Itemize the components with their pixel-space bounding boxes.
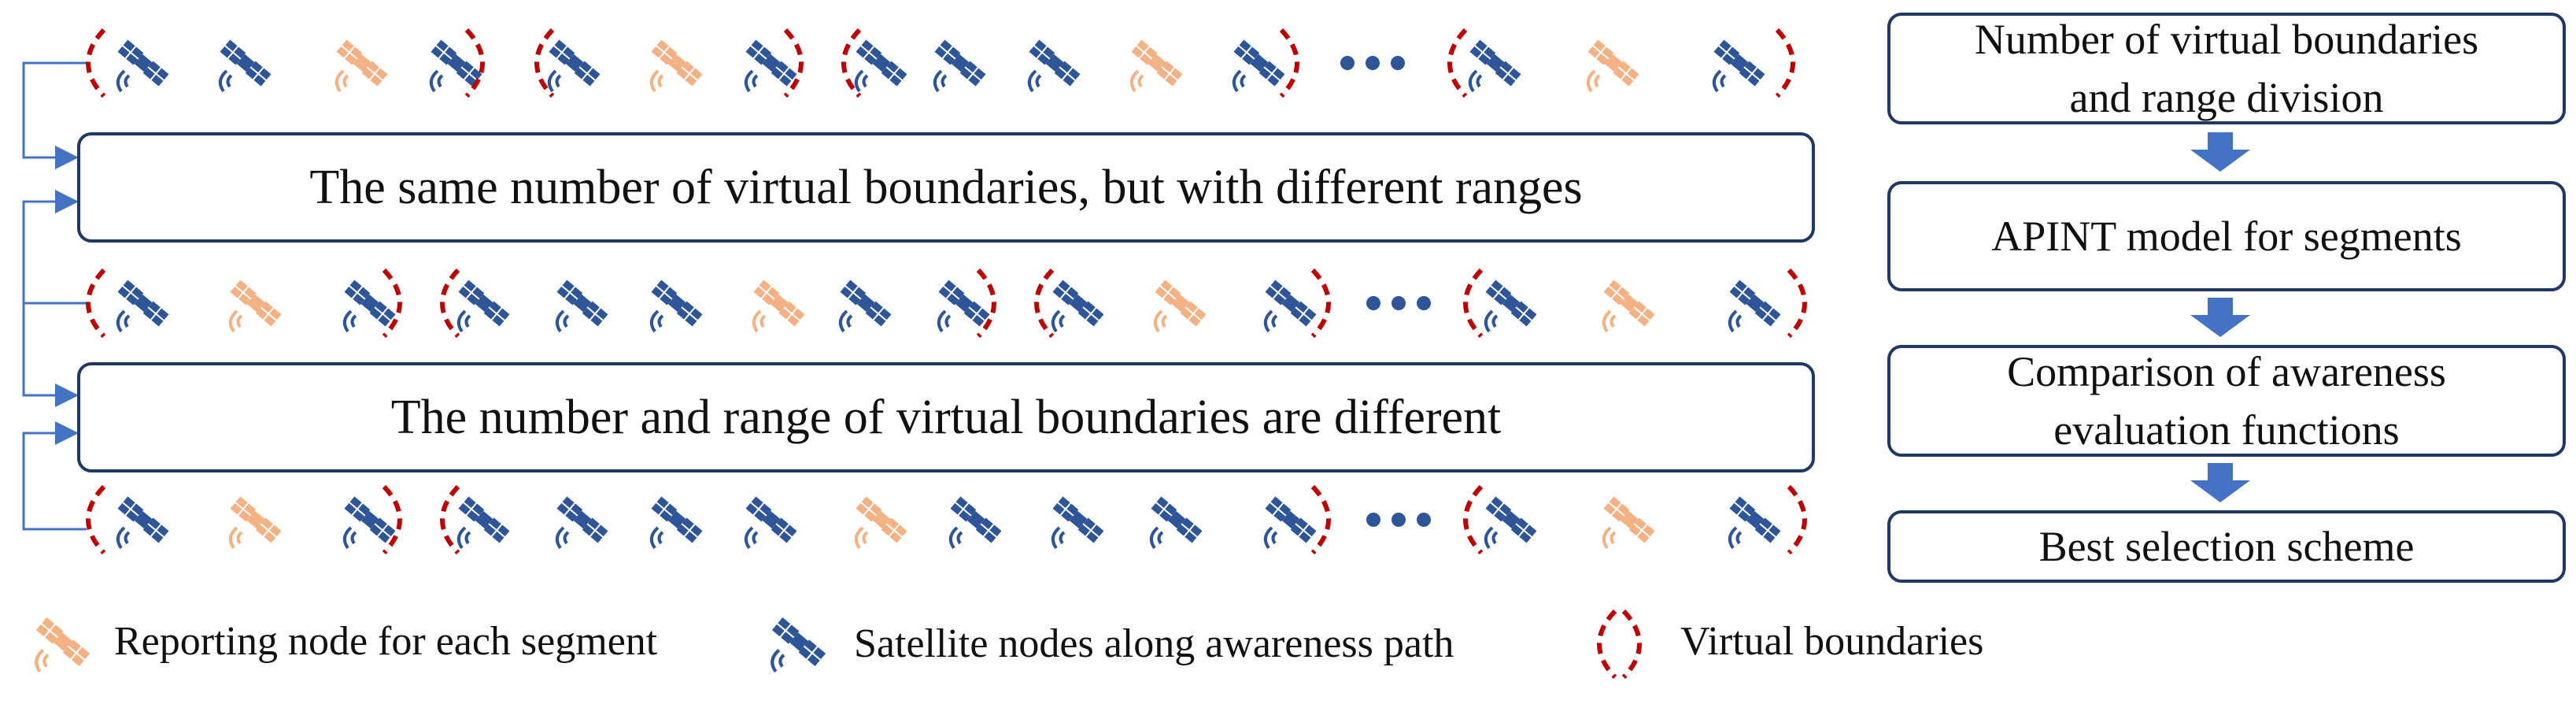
boundary-bracket <box>1789 270 1805 336</box>
satellite-icon <box>1263 278 1318 333</box>
satellite-icon <box>555 495 610 550</box>
boundary-bracket <box>442 270 458 336</box>
satellite-icon <box>1484 495 1539 550</box>
boundary-bracket <box>1777 30 1793 96</box>
process-arrows <box>2190 132 2250 502</box>
step-comparison: Comparison of awareness evaluation funct… <box>1887 345 2566 457</box>
banner-same-number: The same number of virtual boundaries, b… <box>77 132 1815 243</box>
step-best-selection: Best selection scheme <box>1887 510 2566 583</box>
down-arrow-1 <box>2190 132 2250 172</box>
step-apint-model: APINT model for segments <box>1887 181 2566 291</box>
legend-boundary-label: Virtual boundaries <box>1680 619 1984 664</box>
boundary-bracket <box>88 30 104 96</box>
step-number-division: Number of virtual boundaries and range d… <box>1887 13 2566 124</box>
step-4-label: Best selection scheme <box>2038 523 2415 570</box>
reporting-node-icon <box>228 278 283 333</box>
reporting-node-icon <box>1602 495 1657 550</box>
satellite-icon <box>649 278 704 333</box>
reporting-node-icon <box>649 38 704 93</box>
satellite-icon <box>456 495 512 550</box>
satellite-icon <box>342 278 397 333</box>
satellite-icon <box>218 38 273 93</box>
satellite-icon <box>547 38 602 93</box>
boundary-bracket <box>384 270 400 336</box>
legend-boundary-icon <box>1599 611 1639 677</box>
banner-different: The number and range of virtual boundari… <box>77 362 1815 472</box>
down-arrow-3 <box>2190 463 2250 502</box>
satellite-icon <box>933 38 988 93</box>
satellite-icon <box>1051 495 1106 550</box>
satellite-icon <box>1728 495 1783 550</box>
reporting-node-icon <box>752 278 807 333</box>
satellite-icon <box>948 495 1003 550</box>
banner-different-text: The number and range of virtual boundari… <box>390 390 1502 444</box>
satellite-icon <box>744 495 799 550</box>
legend-reporting-icon <box>36 617 90 672</box>
satellite-icon <box>854 38 909 93</box>
satellite-icon <box>838 278 893 333</box>
legend-satellite-icon <box>772 617 826 672</box>
satellite-row-2 <box>88 270 1805 336</box>
satellite-icon <box>1468 38 1523 93</box>
step-1-label: Number of virtual boundaries and range d… <box>1974 16 2479 121</box>
boundary-bracket <box>1465 270 1481 336</box>
reporting-node-icon <box>334 38 390 93</box>
boundary-bracket <box>467 30 482 96</box>
satellite-icon <box>456 278 512 333</box>
ellipsis-dots <box>1340 56 1405 70</box>
satellite-icon <box>649 495 704 550</box>
left-connectors <box>22 61 87 531</box>
ellipsis-dots <box>1366 296 1431 310</box>
step-2-label: APINT model for segments <box>1991 213 2462 260</box>
satellite-icon <box>116 495 171 550</box>
boundary-bracket <box>1313 487 1329 553</box>
satellite-icon <box>116 278 171 333</box>
satellite-icon <box>1712 38 1767 93</box>
satellite-icon <box>1051 278 1106 333</box>
boundary-bracket <box>384 487 400 553</box>
boundary-bracket <box>978 270 994 336</box>
reporting-node-icon <box>854 495 909 550</box>
down-arrow-2 <box>2190 298 2250 337</box>
legend-reporting-label: Reporting node for each segment <box>114 619 658 664</box>
boundary-bracket <box>1789 487 1805 553</box>
boundary-bracket <box>1037 270 1052 336</box>
satellite-icon <box>116 38 171 93</box>
satellite-icon <box>1232 38 1287 93</box>
reporting-node-icon <box>228 495 283 550</box>
satellite-icon <box>342 495 397 550</box>
boundary-bracket <box>1450 30 1465 96</box>
boundary-bracket <box>1281 30 1297 96</box>
satellite-icon <box>1149 495 1204 550</box>
reporting-node-icon <box>1586 38 1641 93</box>
satellite-row-3 <box>88 487 1805 553</box>
boundary-bracket <box>1465 487 1481 553</box>
ellipsis-dots <box>1366 513 1431 527</box>
satellite-icon <box>555 278 610 333</box>
satellite-icon <box>1027 38 1082 93</box>
satellite-icon <box>744 38 799 93</box>
boundary-bracket <box>88 270 104 336</box>
step-3-label: Comparison of awareness evaluation funct… <box>2007 348 2446 454</box>
reporting-node-icon <box>1153 278 1208 333</box>
reporting-node-icon <box>1602 278 1657 333</box>
banner-same-number-text: The same number of virtual boundaries, b… <box>309 160 1583 214</box>
satellite-icon <box>937 278 992 333</box>
boundary-bracket <box>1313 270 1329 336</box>
satellite-icon <box>1728 278 1783 333</box>
boundary-bracket <box>442 487 458 553</box>
satellite-row-1 <box>88 30 1793 96</box>
satellite-icon <box>1263 495 1318 550</box>
boundary-bracket <box>785 30 801 96</box>
satellite-icon <box>1484 278 1539 333</box>
legend-satellite-label: Satellite nodes along awareness path <box>854 621 1454 666</box>
reporting-node-icon <box>1129 38 1185 93</box>
boundary-bracket <box>88 487 104 553</box>
